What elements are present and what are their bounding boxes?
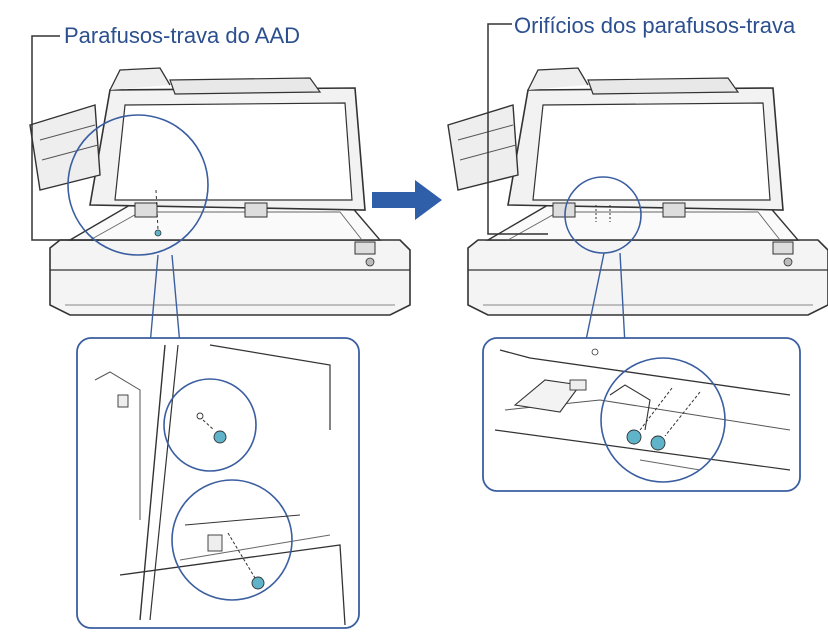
zoom-circle-right <box>564 176 642 254</box>
thumbscrew-icon <box>154 229 162 237</box>
inset-circle-right <box>600 357 726 483</box>
thumbscrew-icon <box>626 429 642 445</box>
detail-panel-right <box>482 337 801 492</box>
detail-panel-left <box>76 337 360 629</box>
callout-bracket-left <box>31 35 100 241</box>
zoom-circle-left <box>67 114 209 256</box>
thumbscrew-icon <box>251 576 265 590</box>
callout-label-screw-holes: Orifícios dos parafusos-trava <box>514 13 796 38</box>
right-arrow-icon <box>372 180 442 220</box>
scanner-right-illustration <box>447 67 828 316</box>
inset-circle-lower <box>171 479 293 601</box>
thumbscrew-icon <box>650 435 666 451</box>
callout-label-lock-screws: Parafusos-trava do AAD <box>64 23 301 48</box>
callout-bracket-right <box>487 23 548 235</box>
inset-circle-upper <box>163 378 257 472</box>
thumbscrew-icon <box>213 430 227 444</box>
scanner-left-illustration <box>29 67 411 316</box>
